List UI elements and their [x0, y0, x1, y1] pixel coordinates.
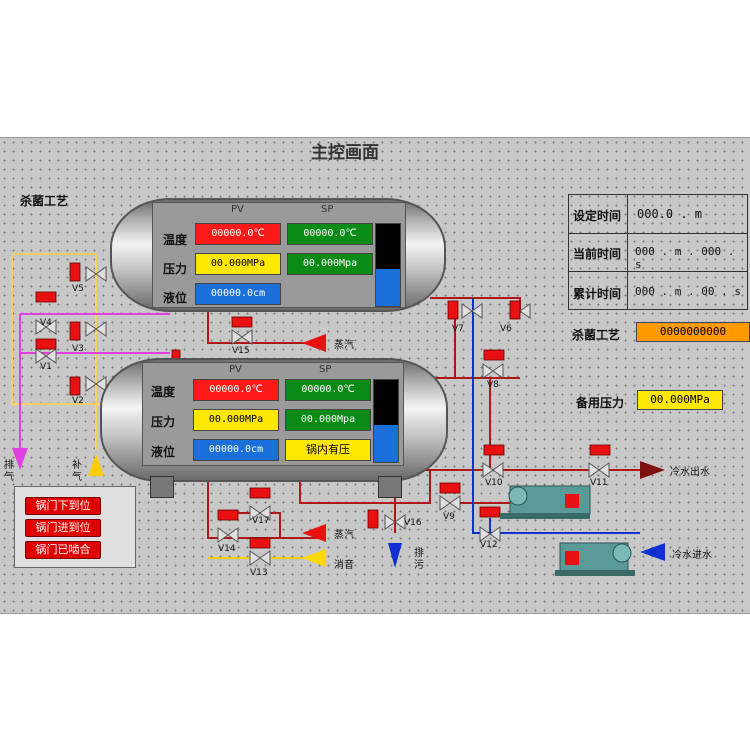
bottom-level-pv: 00000.0cm — [193, 439, 279, 461]
steam-bottom-label: 蒸汽 — [334, 530, 354, 541]
door-status-panel: 锅门下到位 锅门进到位 锅门已啮合 — [14, 486, 136, 568]
top-pressure-sp[interactable]: 00.000Mpa — [287, 253, 373, 275]
backup-pressure-label: 备用压力 — [576, 396, 625, 410]
set-time-value[interactable]: 000.0 . m — [637, 207, 703, 221]
process-value[interactable]: 0000000000 — [636, 322, 750, 342]
pressure-label: 压力 — [163, 262, 188, 276]
total-time-value: 000 . m . 00 . s — [635, 285, 741, 298]
top-temp-sp[interactable]: 00000.0℃ — [287, 223, 373, 245]
current-time-value: 000 . m . 000 . s — [635, 245, 735, 271]
current-time-label: 当前时间 — [573, 247, 622, 261]
door-down-indicator: 锅门下到位 — [25, 497, 101, 515]
drain-label: 排污 — [414, 548, 424, 571]
sp-header: SP — [321, 204, 334, 215]
valve-label-v8: V8 — [487, 380, 499, 390]
sp-header-2: SP — [319, 364, 332, 375]
valve-label-v13: V13 — [250, 568, 268, 578]
bottom-level-bar — [373, 379, 399, 463]
valve-label-v14: V14 — [218, 544, 236, 554]
main-screen: 主控画面 杀菌工艺 — [0, 137, 750, 614]
section-label: 杀菌工艺 — [20, 194, 69, 208]
valve-label-v3: V3 — [72, 344, 84, 354]
valve-label-v15: V15 — [232, 346, 250, 356]
bottom-temp-sp[interactable]: 00000.0℃ — [285, 379, 371, 401]
backup-pressure-value: 00.000MPa — [637, 390, 723, 410]
top-level-fill — [376, 269, 400, 306]
page-title: 主控画面 — [311, 143, 379, 163]
temp-label-2: 温度 — [151, 385, 176, 399]
door-in-indicator: 锅门进到位 — [25, 519, 101, 537]
time-row-divider-2 — [569, 271, 747, 272]
level-label-2: 液位 — [151, 445, 176, 459]
bottom-pressure-sp[interactable]: 00.000Mpa — [285, 409, 371, 431]
steam-top-label: 蒸汽 — [334, 340, 354, 351]
silencer-label: 消音 — [334, 560, 354, 571]
top-tank-panel: PV SP 温度 压力 液位 00000.0℃ 00000.0℃ 00.000M… — [152, 202, 406, 308]
top-level-pv: 00000.0cm — [195, 283, 281, 305]
valve-label-v9: V9 — [443, 512, 455, 522]
level-label: 液位 — [163, 291, 188, 305]
tank-leg-right — [378, 476, 402, 498]
time-panel: 设定时间 000.0 . m 当前时间 000 . m . 000 . s 累计… — [568, 194, 748, 310]
temp-label: 温度 — [163, 233, 188, 247]
cold-water-in-label: 冷水进水 — [672, 550, 712, 561]
valve-label-v2: V2 — [72, 396, 84, 406]
process-label: 杀菌工艺 — [572, 328, 621, 342]
bottom-temp-pv: 00000.0℃ — [193, 379, 279, 401]
valve-label-v17: V17 — [252, 516, 270, 526]
top-temp-pv: 00000.0℃ — [195, 223, 281, 245]
valve-label-v1: V1 — [40, 362, 52, 372]
set-time-label: 设定时间 — [573, 209, 622, 223]
top-pressure-pv: 00.000MPa — [195, 253, 281, 275]
valve-label-v6: V6 — [500, 324, 512, 334]
valve-label-v16: V16 — [404, 518, 422, 528]
air-supply-label: 补气 — [72, 460, 82, 483]
bottom-tank-panel: PV SP 温度 压力 液位 00000.0℃ 00000.0℃ 00.000M… — [142, 362, 404, 466]
tank-leg-left — [150, 476, 174, 498]
exhaust-label: 排气 — [4, 460, 14, 483]
valve-label-v10: V10 — [485, 478, 503, 488]
bottom-level-fill — [374, 425, 398, 462]
cold-water-out-label: 冷水出水 — [670, 467, 710, 478]
pressure-label-2: 压力 — [151, 415, 176, 429]
bottom-pressure-pv: 00.000MPa — [193, 409, 279, 431]
pv-header: PV — [231, 204, 244, 215]
valve-label-v7: V7 — [452, 324, 464, 334]
top-level-bar — [375, 223, 401, 307]
valve-label-v5: V5 — [72, 284, 84, 294]
total-time-label: 累计时间 — [573, 287, 622, 301]
time-divider — [627, 195, 628, 309]
valve-label-v12: V12 — [480, 540, 498, 550]
valve-label-v11: V11 — [590, 478, 608, 488]
door-engaged-indicator: 锅门已啮合 — [25, 541, 101, 559]
time-row-divider-1 — [569, 233, 747, 234]
pressure-status: 锅内有压 — [285, 439, 371, 461]
pv-header-2: PV — [229, 364, 242, 375]
valve-label-v4: V4 — [40, 318, 52, 328]
